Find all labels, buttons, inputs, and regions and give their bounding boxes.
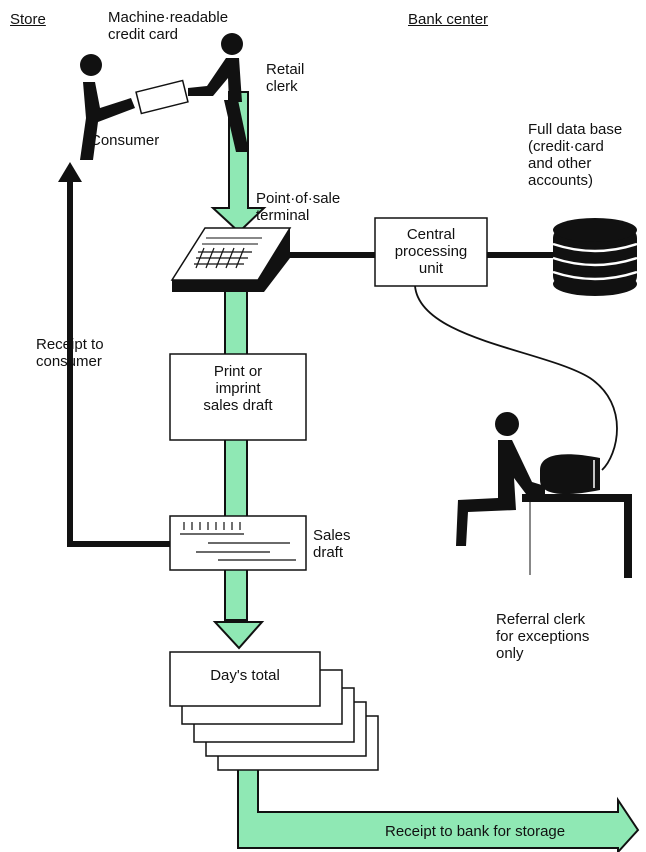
label-referral-clerk: Referral clerk for exceptions only	[496, 611, 590, 662]
receipt-return-arrow	[58, 162, 174, 547]
label-sales-draft: Sales draft	[313, 527, 351, 561]
cpu-box-text: Central processing unit	[394, 226, 468, 277]
label-pos-terminal: Point·of·sale terminal	[256, 190, 341, 224]
label-retail-clerk: Retail clerk	[266, 61, 305, 95]
cpu-box	[374, 217, 488, 287]
credit-card-icon	[135, 79, 189, 115]
storage-arrow-label: Receipt to bank for storage	[385, 823, 566, 840]
retail-clerk-figure	[188, 33, 249, 152]
header-bank-center: Bank center	[408, 11, 489, 28]
referral-clerk-figure	[456, 412, 632, 578]
storage-arrow	[237, 737, 640, 852]
sales-draft-icon	[169, 515, 307, 571]
database-icon	[552, 218, 638, 296]
print-imprint-box-text: Print or imprint sales draft	[203, 363, 273, 414]
header-store: Store	[10, 11, 46, 28]
pos-terminal-icon	[170, 227, 292, 292]
cpu-referral-cable	[414, 285, 618, 471]
days-total-stack	[169, 651, 379, 771]
label-receipt-consumer: Receipt to consumer	[36, 336, 104, 370]
label-consumer: Consumer	[90, 132, 160, 149]
label-credit-card: Machine·readable credit card	[108, 9, 229, 43]
print-imprint-box	[169, 353, 307, 441]
consumer-figure	[80, 54, 135, 160]
label-data-base: Full data base (credit·card and other ac…	[528, 121, 623, 189]
days-total-text: Day's total	[210, 667, 280, 684]
